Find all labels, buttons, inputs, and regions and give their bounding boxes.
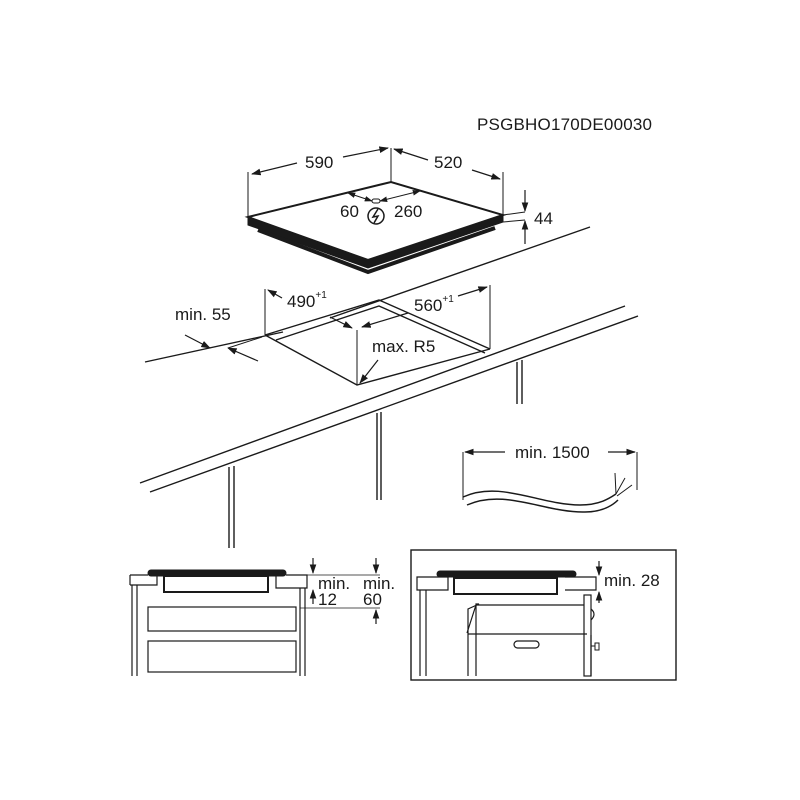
section-drawers <box>129 558 380 676</box>
cable-length-label: min. 1500 <box>515 443 590 462</box>
corner-radius-label: max. R5 <box>372 337 436 356</box>
hob-width-label: 590 <box>305 153 334 172</box>
cable-left-offset-label: 60 <box>340 202 359 221</box>
document-code: PSGBHO170DE00030 <box>477 115 653 134</box>
drawer-gap-line2: 12 <box>318 590 337 609</box>
cutout-depth-label: 560+1 <box>414 294 454 315</box>
cable-right-offset-label: 260 <box>394 202 423 221</box>
cutout-depth-value: 560 <box>414 296 443 315</box>
hob-depth-label: 520 <box>434 153 463 172</box>
drawer-clearance-label: min. 60 <box>363 574 396 609</box>
electric-connection-icon <box>367 207 385 225</box>
cutout-depth-tolerance: +1 <box>442 294 454 305</box>
drawer-gap-label: min. 12 <box>318 574 351 609</box>
hob-height-label: 44 <box>534 209 553 228</box>
cutout-width-value: 490 <box>287 292 316 311</box>
worktop-drawing <box>139 226 639 548</box>
section-oven <box>410 549 677 681</box>
drawer-clearance-line2: 60 <box>363 590 382 609</box>
hob-drawing <box>244 146 529 275</box>
oven-clearance-label: min. 28 <box>604 571 660 590</box>
front-distance-label: min. 55 <box>175 305 231 324</box>
cutout-width-tolerance: +1 <box>315 290 327 301</box>
cutout-width-label: 490+1 <box>287 290 327 311</box>
drawer-clearance-line1: min. <box>363 574 396 593</box>
drawer-gap-line1: min. <box>318 574 351 593</box>
cable-drawing <box>462 448 638 513</box>
